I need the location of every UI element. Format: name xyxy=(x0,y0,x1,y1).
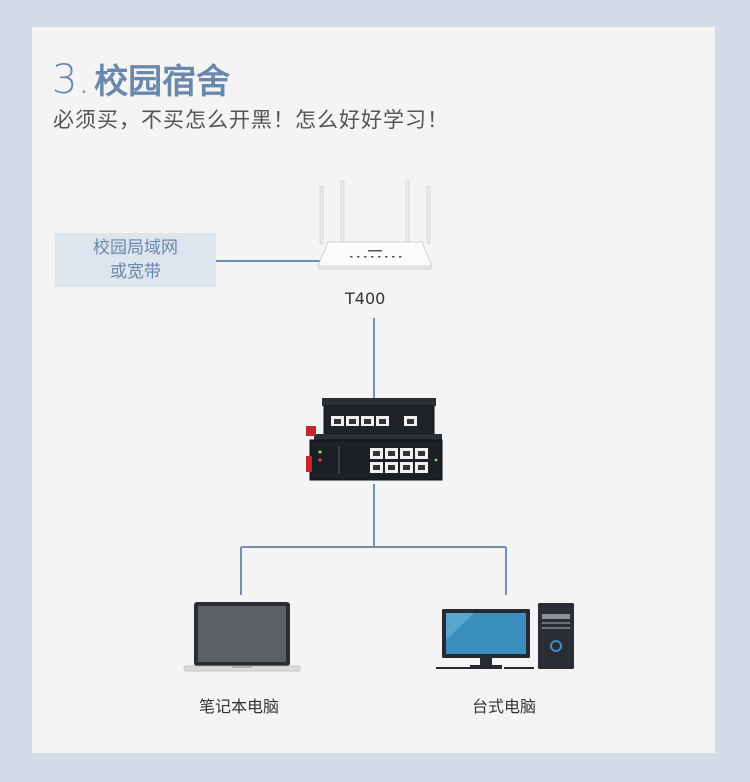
router-icon xyxy=(317,180,433,270)
router-label: T400 xyxy=(345,289,386,308)
campus-network-box: 校园局域网 或宽带 xyxy=(55,233,216,287)
switch-icon xyxy=(306,398,443,481)
laptop-icon xyxy=(183,602,301,672)
desktop-label: 台式电脑 xyxy=(472,697,537,716)
section-title-text: 校园宿舍 xyxy=(94,62,231,102)
section-number: 3. xyxy=(52,57,91,103)
desktop-computer-icon xyxy=(436,603,574,669)
laptop-label: 笔记本电脑 xyxy=(199,697,280,716)
campus-box-line1: 校园局域网 xyxy=(93,238,178,258)
section-title: 3.校园宿舍 xyxy=(52,54,230,103)
campus-box-line2: 或宽带 xyxy=(110,262,161,282)
section-subtitle: 必须买，不买怎么开黑！怎么好好学习！ xyxy=(53,108,449,132)
